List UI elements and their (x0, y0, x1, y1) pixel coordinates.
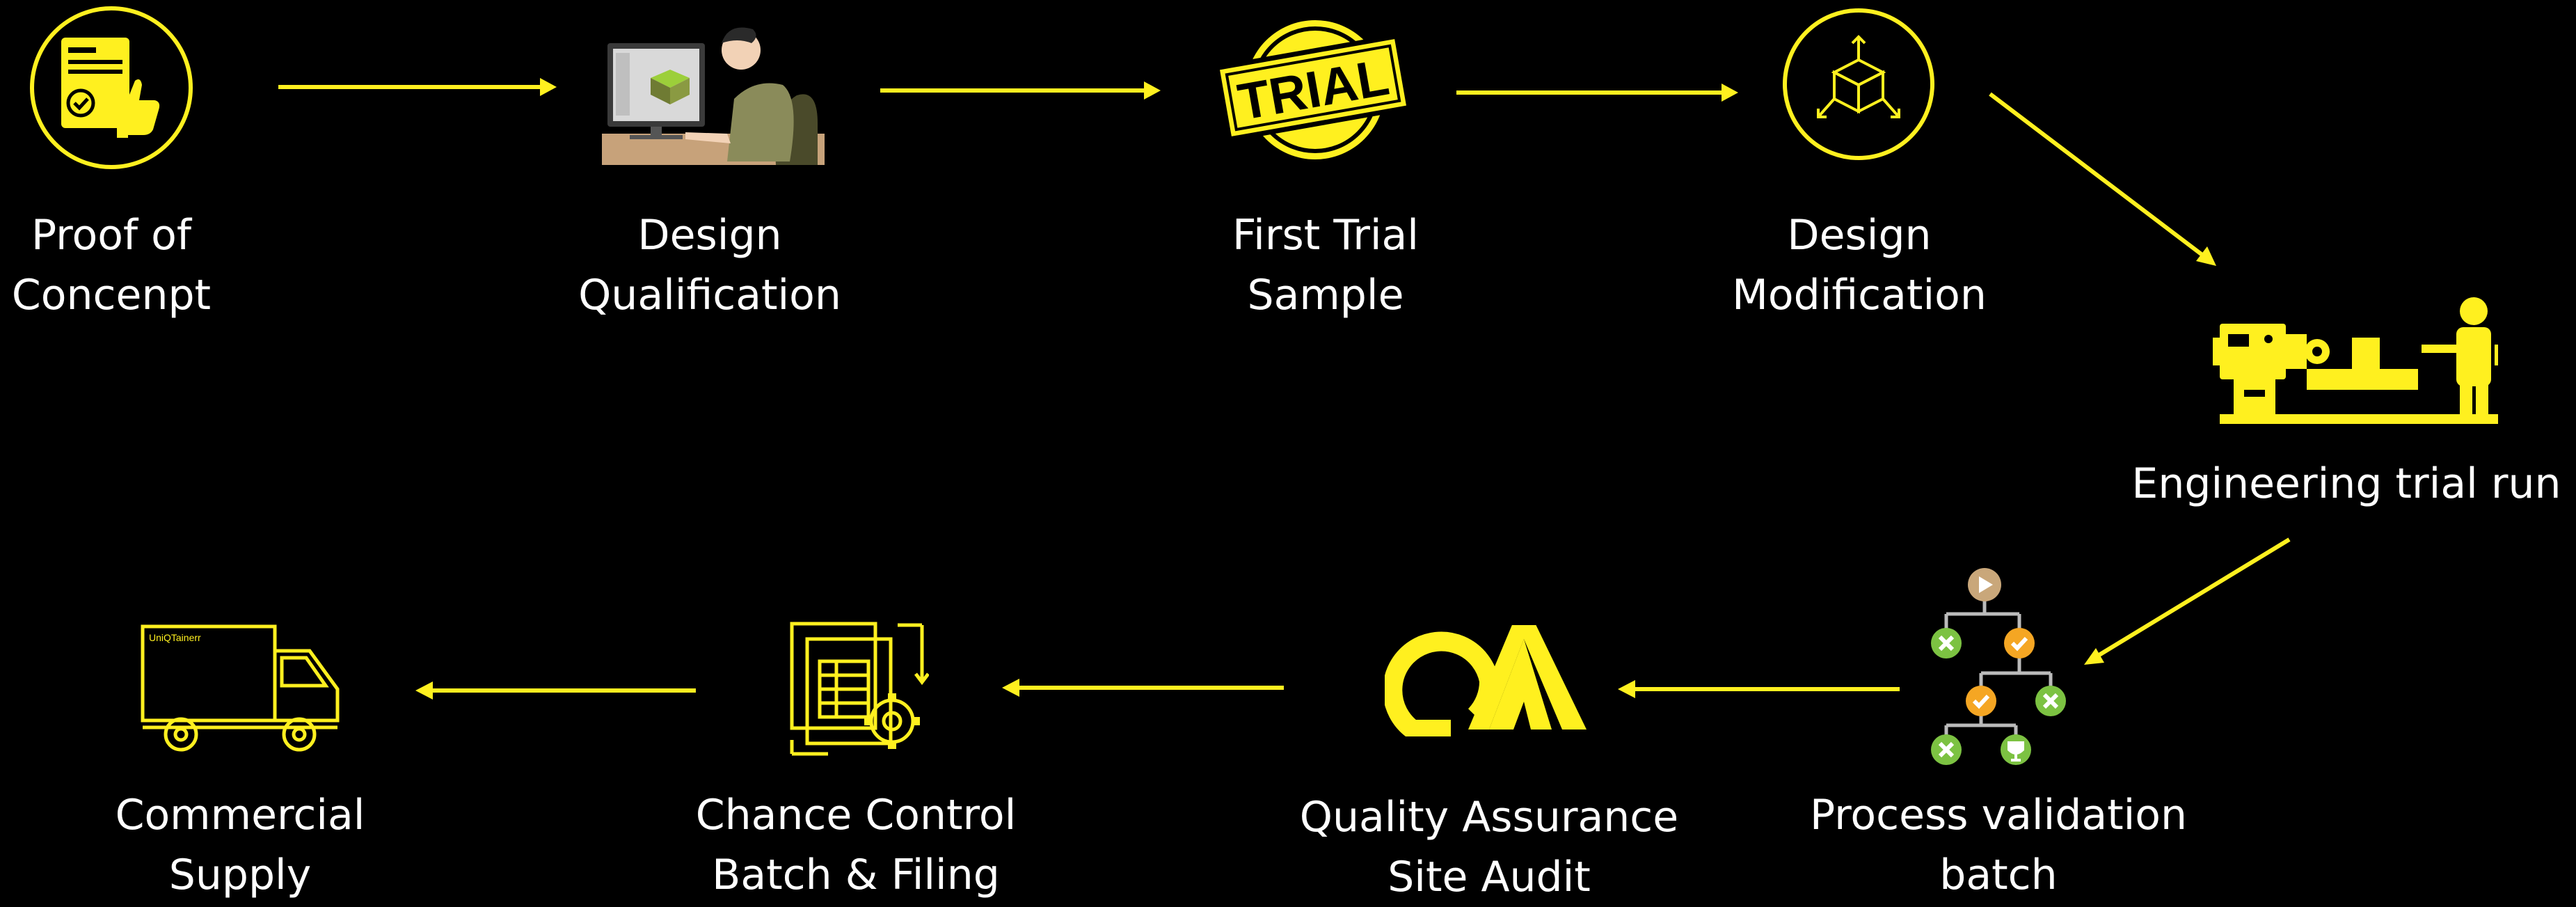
truck-brand-text: UniQTainerr (149, 632, 201, 643)
step-label-proof-of-concept: Proof of Concenpt (11, 211, 212, 320)
arrow-3-head (1722, 84, 1738, 102)
arrow-4-head (2196, 246, 2216, 266)
step-label-first-trial-sample: First Trial Sample (1232, 211, 1419, 320)
delivery-truck-icon: UniQTainerr (141, 624, 340, 752)
arrow-5 (2093, 537, 2291, 660)
step-label-engineering-trial-run: Engineering trial run (2131, 459, 2561, 508)
arrow-4 (1989, 92, 2207, 260)
arrow-8-head (415, 681, 433, 700)
arrow-2-head (1144, 81, 1161, 100)
3d-cube-icon (1783, 8, 1934, 160)
step-label-commercial-supply: Commercial Supply (115, 791, 365, 899)
step-label-quality-assurance-site-audit: Quality Assurance Site Audit (1299, 793, 1679, 901)
arrow-6-head (1618, 680, 1635, 698)
arrow-7-head (1002, 679, 1019, 697)
qa-logo-icon (1385, 625, 1587, 736)
arrow-5-head (2084, 648, 2104, 665)
trial-stamp-icon: TRIAL (1218, 20, 1409, 159)
step-label-change-control-batch-filing: Chance Control Batch & Filing (695, 791, 1017, 899)
lathe-machine-operator-icon (2213, 297, 2498, 424)
document-thumbs-up-icon (30, 6, 193, 169)
arrow-1-head (540, 78, 557, 96)
step-label-process-validation-batch: Process validation batch (1809, 791, 2188, 899)
designer-at-computer-icon (602, 27, 825, 165)
decision-tree-icon (1931, 568, 2066, 765)
documents-gear-icon (790, 622, 929, 756)
step-label-design-modification: Design Modification (1732, 211, 1987, 320)
step-label-design-qualification: Design Qualification (578, 211, 841, 320)
